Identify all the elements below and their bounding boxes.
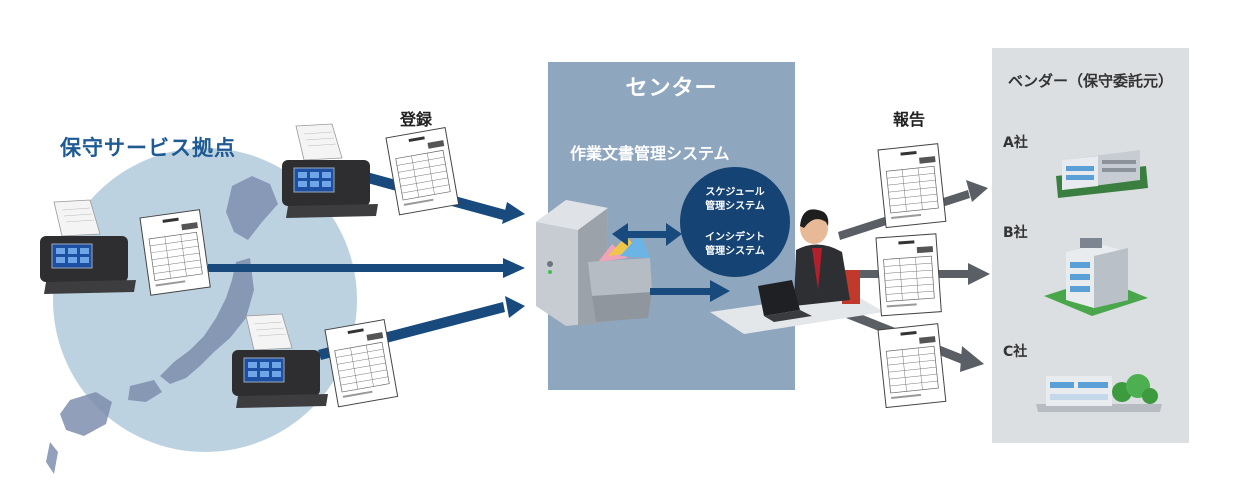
document-icon	[875, 233, 942, 317]
company-c-label: C社	[1003, 344, 1028, 360]
document-icon	[324, 319, 399, 408]
laptop-icon	[758, 280, 812, 322]
schedule-system-label: スケジュール 管理システム	[705, 187, 765, 212]
vendor-title: ベンダー（保守委託元）	[1007, 72, 1173, 90]
building-icon	[1056, 150, 1148, 198]
incident-system-label: インシデント 管理システム	[705, 232, 765, 257]
registration-label: 登録	[400, 110, 433, 129]
building-icon	[1044, 238, 1148, 316]
scanner-icon	[281, 123, 379, 219]
document-icon	[139, 209, 211, 296]
document-system-title: 作業文書管理システム	[570, 144, 730, 163]
report-label: 報告	[893, 110, 926, 129]
folder-icon	[588, 234, 652, 322]
document-icon	[877, 323, 947, 409]
document-icon	[877, 143, 947, 229]
to-operator-arrow	[650, 280, 730, 302]
service-base-title: 保守サービス拠点	[60, 136, 236, 160]
company-a-label: A社	[1003, 135, 1028, 151]
center-title: センター	[625, 76, 718, 101]
japan-map-icon	[46, 176, 278, 474]
document-icon	[385, 127, 460, 216]
systems-circle	[680, 167, 790, 277]
company-b-label: B社	[1003, 225, 1028, 241]
building-icon	[1036, 374, 1162, 412]
sync-arrow	[612, 223, 682, 246]
